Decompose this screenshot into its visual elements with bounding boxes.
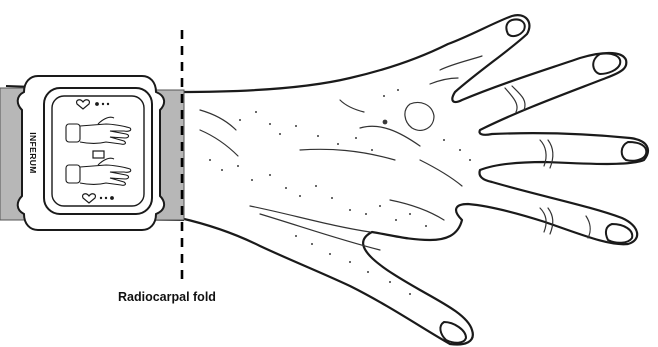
button-icon <box>93 151 104 158</box>
wrist-device: INFERUM <box>0 76 184 230</box>
device-brand: INFERUM <box>28 132 38 174</box>
radiocarpal-fold-label: Radiocarpal fold <box>118 290 258 304</box>
nail-index <box>506 19 524 36</box>
nail-ring <box>622 142 647 161</box>
